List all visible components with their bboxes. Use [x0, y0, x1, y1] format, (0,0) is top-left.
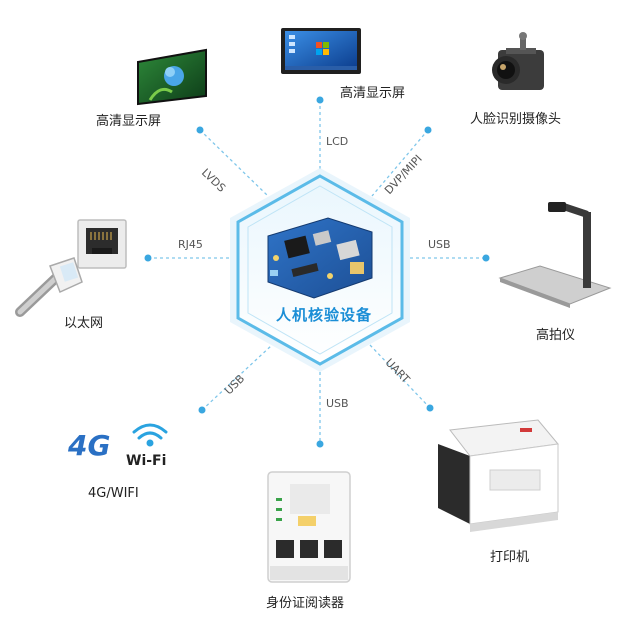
line-usb-lower-left: [201, 344, 273, 411]
hd-screen-top-image: [281, 28, 361, 74]
line-dvp-mipi: [371, 129, 429, 197]
ethernet-image: [15, 219, 127, 317]
label-printer: 打印机: [490, 550, 530, 565]
doc-camera-image: [498, 202, 612, 308]
circuit-board-image: [267, 217, 373, 299]
dot-dvp-mipi: [424, 126, 432, 134]
four-g-logo-text: 4G: [67, 429, 110, 462]
wifi-logo-text: Wi-Fi: [126, 453, 166, 469]
conn-label-usb-right: USB: [428, 238, 451, 251]
dot-rj45: [144, 254, 152, 262]
conn-label-rj45: RJ45: [178, 238, 203, 251]
dot-usb-right: [482, 254, 490, 262]
wifi-icon: [132, 423, 168, 447]
face-camera-image: [492, 32, 544, 90]
dot-lvds: [196, 126, 204, 134]
label-wireless: 4G/WIFI: [88, 486, 139, 501]
center-label: 人机核验设备: [276, 306, 373, 324]
dot-usb-bottom: [316, 440, 324, 448]
label-doc-camera: 高拍仪: [536, 328, 576, 343]
conn-label-usb-bottom: USB: [326, 397, 349, 410]
label-face-camera: 人脸识别摄像头: [470, 112, 562, 127]
label-ethernet: 以太网: [64, 316, 104, 331]
dot-lcd: [316, 96, 324, 104]
line-lvds: [199, 129, 269, 197]
connector-lines: [148, 100, 486, 444]
dot-usb-lower-left: [198, 406, 206, 414]
printer-image: [438, 419, 559, 532]
conn-label-lcd: LCD: [326, 135, 349, 148]
id-reader-image: [267, 471, 351, 583]
label-hd-screen-left: 高清显示屏: [96, 114, 162, 129]
label-hd-screen-top: 高清显示屏: [340, 86, 406, 101]
label-id-reader: 身份证阅读器: [266, 596, 345, 611]
wireless-logo: 4G Wi-Fi: [67, 423, 168, 469]
line-uart: [369, 344, 431, 409]
connector-dots: [144, 96, 490, 448]
dot-uart: [426, 404, 434, 412]
hd-screen-left-image: [137, 48, 207, 106]
